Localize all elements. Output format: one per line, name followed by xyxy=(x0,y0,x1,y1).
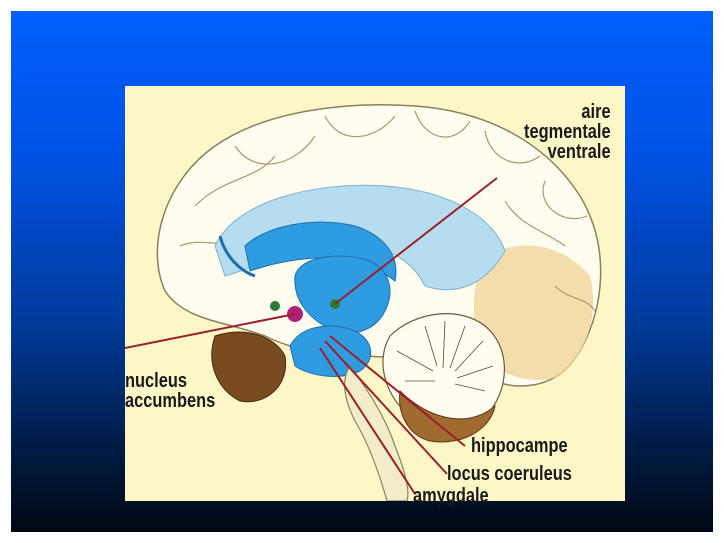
label-hippocampe: hippocampe xyxy=(471,436,568,456)
label-amygdale: amygdale xyxy=(413,486,489,506)
brain-illustration: aire tegmentale ventrale nucleus accumbe… xyxy=(125,86,625,501)
label-nucleus-line1: nucleus xyxy=(125,371,215,391)
label-nucleus-accumbens: nucleus accumbens xyxy=(125,371,215,411)
label-locus-coeruleus: locus coeruleus xyxy=(447,464,572,484)
label-vta-line3: ventrale xyxy=(524,142,611,162)
green-marker-left xyxy=(270,301,280,311)
slide-background: aire tegmentale ventrale nucleus accumbe… xyxy=(11,11,713,532)
label-vta-line1: aire xyxy=(524,102,611,122)
temporal-lobe xyxy=(212,332,286,402)
label-nucleus-line2: accumbens xyxy=(125,391,215,411)
label-vta-line2: tegmentale xyxy=(524,122,611,142)
label-vta: aire tegmentale ventrale xyxy=(524,102,611,162)
hippocampus xyxy=(290,326,371,376)
